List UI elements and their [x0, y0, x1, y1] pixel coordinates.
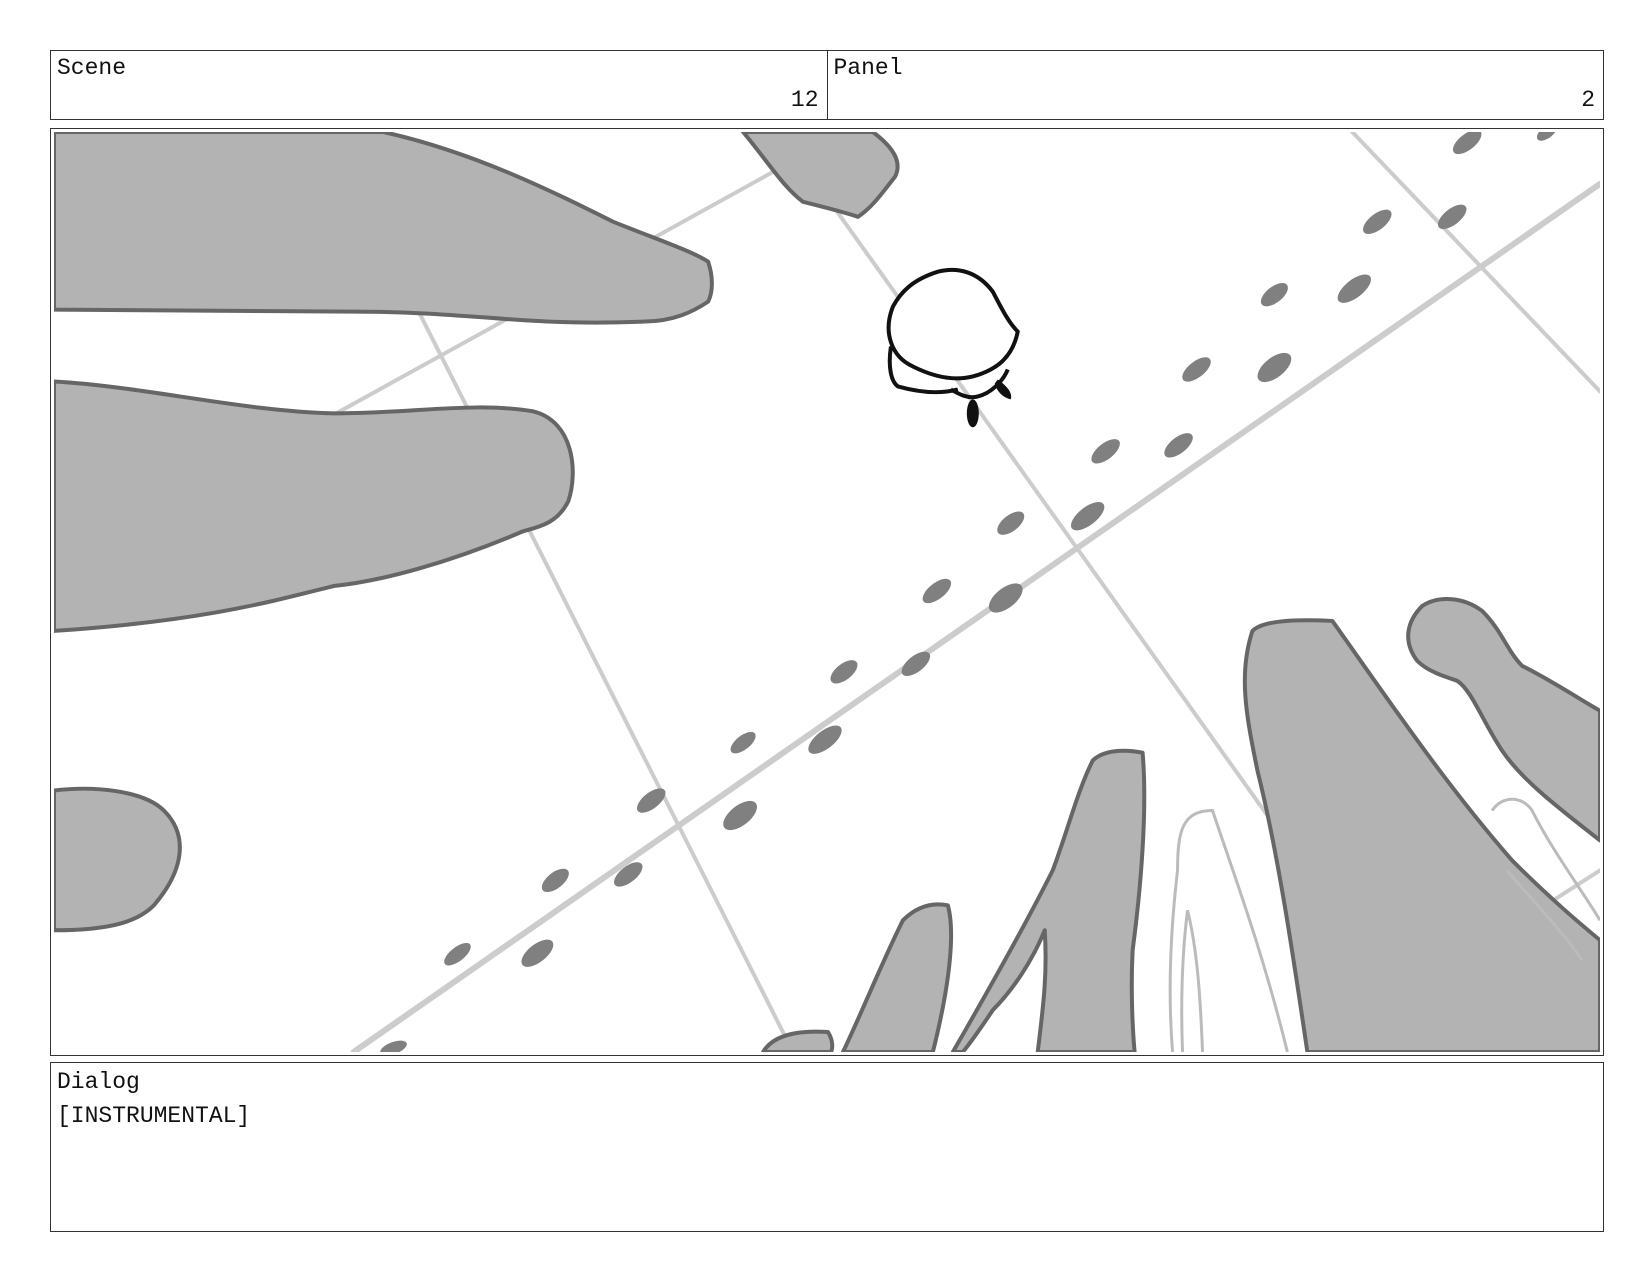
dialog-text: [INSTRUMENTAL] — [57, 1103, 251, 1129]
footprint — [997, 511, 1025, 535]
giant-hands — [54, 132, 1600, 1052]
dialog-box: Dialog [INSTRUMENTAL] — [50, 1062, 1604, 1232]
footprint — [808, 725, 842, 754]
panel-number: 2 — [1581, 87, 1595, 114]
footprint — [1091, 439, 1120, 464]
footprint — [723, 800, 758, 831]
finger-upper-left — [54, 132, 714, 325]
finger-tip-bottom — [761, 1029, 835, 1052]
scene-number: 12 — [790, 87, 819, 114]
dialog-label: Dialog — [57, 1069, 140, 1095]
footprint — [730, 731, 756, 754]
thumb-lower-left — [54, 786, 182, 933]
footprint — [1164, 433, 1193, 458]
footprint — [1260, 282, 1288, 307]
finger-middle-left — [54, 379, 575, 633]
sketch-finger-outline — [1180, 909, 1205, 1052]
sketch-finger-outline — [1490, 797, 1600, 922]
sketch-finger-outlines — [1168, 797, 1600, 1052]
footprint — [1452, 132, 1482, 155]
character-foot-right — [994, 379, 1012, 400]
footprint — [1182, 357, 1211, 382]
footprint — [922, 578, 952, 604]
footprint — [988, 583, 1023, 613]
sketch-finger-outline — [1168, 809, 1289, 1052]
footprint — [541, 868, 569, 893]
finger-top-center — [741, 132, 900, 219]
storyboard-panel-frame — [50, 128, 1604, 1056]
footprint — [380, 1040, 407, 1052]
scene-label: Scene — [57, 55, 127, 81]
footprint — [1437, 204, 1467, 230]
footprint — [1337, 274, 1372, 303]
character-collar — [887, 346, 959, 395]
footprint — [521, 939, 554, 967]
storyboard-header: Scene 12 Panel 2 — [50, 50, 1604, 120]
footprint — [1070, 501, 1105, 531]
guide-line-main — [350, 180, 1600, 1052]
storyboard-sketch — [54, 132, 1600, 1052]
finger-far-right — [1406, 597, 1600, 843]
footprint — [1536, 132, 1558, 141]
footprint — [830, 660, 858, 684]
sketch-finger-outline — [1505, 869, 1584, 962]
scene-cell: Scene 12 — [51, 51, 827, 119]
finger-bottom-right-large — [1242, 618, 1600, 1052]
character-shoulder — [949, 368, 1010, 400]
panel-label: Panel — [833, 55, 903, 81]
footprints — [380, 132, 1558, 1052]
finger-small-bottom — [840, 902, 954, 1052]
footprint — [1363, 209, 1392, 234]
panel-cell: Panel 2 — [826, 51, 1604, 119]
character-figure — [886, 267, 1020, 428]
footprint — [614, 862, 643, 887]
footprint — [444, 942, 471, 966]
footprint — [1257, 352, 1292, 383]
footprint — [636, 788, 666, 813]
footprint — [901, 651, 931, 677]
guide-line-right — [1350, 132, 1600, 394]
character-hair — [886, 267, 1020, 381]
finger-bottom-center — [950, 748, 1147, 1052]
character-foot-left — [966, 399, 979, 428]
